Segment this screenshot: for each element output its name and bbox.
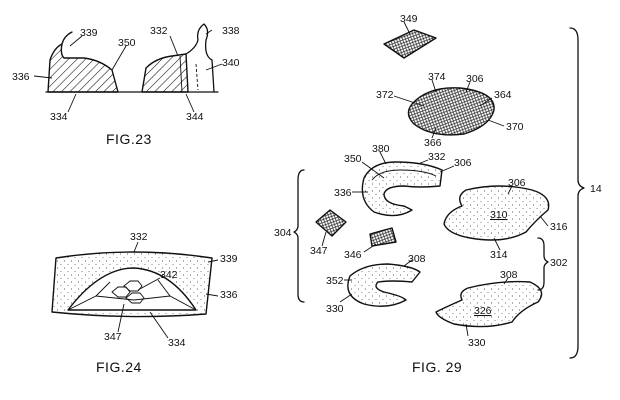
fig24-label-332: 332 — [130, 231, 148, 243]
fig23-right-section — [141, 53, 189, 93]
fig29-label-308b: 308 — [500, 269, 518, 281]
fig29-part-326 — [435, 280, 543, 328]
fig29-label-352: 352 — [326, 275, 344, 287]
fig23-label-340: 340 — [222, 57, 240, 69]
fig29-label-364: 364 — [494, 89, 512, 101]
fig29-label-347: 347 — [310, 245, 328, 257]
fig24-window-arch — [67, 267, 197, 311]
fig29-label-330a: 330 — [326, 303, 344, 315]
fig24-honeycomb-pad — [111, 280, 145, 304]
fig29-label-304: 304 — [274, 227, 292, 239]
fig23-label-350: 350 — [118, 37, 136, 49]
fig29-label-346: 346 — [344, 249, 362, 261]
fig29-drawing — [293, 27, 585, 359]
fig29-label-350: 350 — [344, 153, 362, 165]
fig24-label-336: 336 — [220, 289, 238, 301]
fig29-bracket-304 — [293, 169, 305, 303]
fig29-label-316: 316 — [550, 221, 568, 233]
fig23-label-332: 332 — [150, 25, 168, 37]
fig29-label-306a: 306 — [466, 73, 484, 85]
fig23-label-336: 336 — [12, 71, 30, 83]
fig29-label-306b: 306 — [454, 157, 472, 169]
fig29-bracket-302 — [537, 237, 549, 291]
fig24-label-339: 339 — [220, 253, 238, 265]
fig29-label-370: 370 — [506, 121, 524, 133]
fig29-label-308a: 308 — [408, 253, 426, 265]
fig29-label-332: 332 — [428, 151, 446, 163]
fig24-window-facets — [67, 279, 197, 311]
fig24-caption: FIG.24 — [96, 359, 142, 375]
fig29-label-306c: 306 — [508, 177, 526, 189]
fig29-label-380: 380 — [372, 143, 390, 155]
fig29-caption: FIG. 29 — [412, 359, 462, 375]
fig24-label-334: 334 — [168, 337, 186, 349]
fig29-heel-cup-rim — [371, 169, 437, 181]
fig29-part-352 — [347, 263, 421, 307]
fig29-label-314: 314 — [490, 249, 508, 261]
fig29-leaders — [321, 21, 549, 337]
fig29-part-364 — [407, 87, 495, 136]
fig29-heel-cup — [361, 161, 443, 217]
fig23-label-338: 338 — [222, 25, 240, 37]
fig29-label-302: 302 — [550, 257, 568, 269]
fig29-label-374: 374 — [428, 71, 446, 83]
fig24-label-347: 347 — [104, 331, 122, 343]
fig29-label-336: 336 — [334, 187, 352, 199]
fig23-right-lip — [185, 23, 215, 93]
fig29-bracket-14 — [569, 27, 585, 359]
fig29-part-347 — [315, 209, 347, 237]
fig23-left-lip — [61, 31, 73, 45]
fig23-label-334: 334 — [50, 111, 68, 123]
fig23-drawing — [45, 23, 219, 93]
fig23-label-339: 339 — [80, 27, 98, 39]
fig29-label-372: 372 — [376, 89, 394, 101]
fig29-part-349 — [383, 29, 437, 59]
fig29-label-326: 326 — [474, 305, 492, 317]
fig29-label-366: 366 — [424, 137, 442, 149]
fig24-label-342: 342 — [160, 269, 178, 281]
fig23-left-section — [47, 43, 119, 93]
fig23-label-344: 344 — [186, 111, 204, 123]
fig23-caption: FIG.23 — [106, 131, 152, 147]
fig29-label-330b: 330 — [468, 337, 486, 349]
fig24-leaders — [117, 241, 219, 339]
fig23-leaders — [33, 29, 223, 113]
fig29-part-346 — [369, 227, 397, 247]
fig29-label-349: 349 — [400, 13, 418, 25]
fig23-wall-line — [179, 55, 183, 93]
fig29-part-310 — [443, 185, 550, 241]
fig24-drawing — [51, 251, 213, 318]
fig23-dashed-insert — [195, 63, 199, 91]
fig29-label-310: 310 — [490, 209, 508, 221]
fig29-label-14: 14 — [590, 183, 602, 195]
